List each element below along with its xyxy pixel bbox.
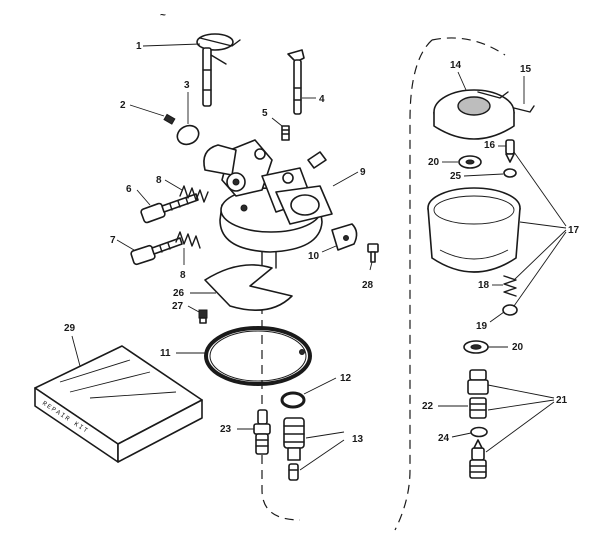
label-14: 14: [450, 60, 462, 71]
label-27: 27: [172, 301, 184, 312]
part-20-washer-upper: [458, 155, 482, 169]
part-23-main-jet: [253, 409, 271, 455]
label-29: 29: [64, 323, 76, 334]
label-11: 11: [160, 348, 171, 359]
part-5-screw: [281, 125, 290, 141]
leader-2: [129, 104, 165, 117]
part-1-throttle-shaft: [196, 33, 241, 107]
leader-13a: [305, 431, 345, 439]
leader-17d: [513, 231, 567, 307]
leader-28: [369, 261, 373, 271]
part-17-float-bowl: [427, 187, 521, 273]
part-24-washer: [470, 426, 488, 438]
label-13: 13: [352, 434, 364, 445]
label-5: 5: [262, 108, 268, 119]
part-27-screw: [198, 309, 208, 324]
part-8-spring-lower: [175, 231, 201, 249]
leader-17b: [519, 221, 567, 229]
label-9: 9: [360, 167, 366, 178]
label-16: 16: [484, 140, 496, 151]
part-6-idle-screw: [140, 193, 199, 224]
dashed-boundary-right: [394, 37, 506, 531]
leader-9: [332, 171, 359, 187]
label-20a: 20: [428, 157, 440, 168]
label-8b: 8: [180, 270, 186, 281]
label-15: 15: [520, 64, 532, 75]
part-20-washer-lower: [463, 340, 489, 354]
part-26-plate: [204, 264, 293, 312]
top-mark: ~: [160, 10, 166, 21]
label-10: 10: [308, 251, 320, 262]
part-4-choke-shaft: [287, 49, 305, 115]
label-24: 24: [438, 433, 450, 444]
leader-21b: [487, 399, 555, 411]
leader-8a: [164, 179, 183, 191]
part-10-choke-plate: [331, 223, 358, 251]
part-2-screw: [163, 113, 176, 125]
label-23: 23: [220, 424, 232, 435]
label-8a: 8: [156, 175, 162, 186]
part-12-o-ring: [280, 391, 306, 409]
leader-17a: [513, 151, 567, 227]
leader-7: [116, 239, 135, 251]
label-17: 17: [568, 225, 580, 236]
part-3-throttle-plate: [176, 124, 200, 146]
label-12: 12: [340, 373, 352, 384]
leader-6: [136, 189, 151, 206]
label-1: 1: [136, 41, 142, 52]
leader-19: [489, 311, 505, 323]
part-19-plug: [502, 304, 518, 316]
part-21-needle-assembly: [467, 369, 489, 479]
label-25: 25: [450, 171, 462, 182]
leader-24: [451, 432, 472, 438]
part-18-spring: [503, 275, 517, 297]
leader-12: [303, 377, 337, 395]
part-16-needle: [505, 139, 515, 163]
label-19: 19: [476, 321, 488, 332]
dashed-boundary-center: [261, 290, 301, 521]
leader-5: [271, 117, 283, 127]
label-21: 21: [556, 395, 568, 406]
part-15-float-pin: [513, 105, 535, 113]
part-14-float: [433, 89, 515, 140]
leader-21a: [487, 384, 555, 399]
part-13-bowl-nut: [283, 417, 305, 481]
label-6: 6: [126, 184, 132, 195]
part-11-gasket-ring: [204, 326, 312, 386]
label-26: 26: [173, 288, 185, 299]
leader-29: [71, 335, 81, 367]
label-22: 22: [422, 401, 434, 412]
leader-17c: [513, 229, 567, 281]
leader-14: [457, 71, 467, 91]
label-4: 4: [319, 94, 325, 105]
part-8-spring-upper: [179, 185, 209, 203]
label-3: 3: [184, 80, 190, 91]
leader-13b: [299, 439, 345, 471]
leader-10: [321, 245, 337, 253]
label-20b: 20: [512, 342, 524, 353]
part-9-carburetor-body: [203, 139, 333, 269]
part-29-repair-kit-box: REPAIR KIT: [34, 345, 203, 463]
label-2: 2: [120, 100, 126, 111]
part-28-screw: [367, 243, 379, 263]
label-28: 28: [362, 280, 374, 291]
part-25-seat: [503, 168, 517, 178]
leader-1: [142, 43, 201, 47]
part-7-main-screw: [130, 237, 183, 266]
label-18: 18: [478, 280, 490, 291]
leader-27: [187, 305, 200, 313]
leader-21c: [485, 401, 555, 453]
label-7: 7: [110, 235, 116, 246]
leader-25: [463, 173, 504, 177]
